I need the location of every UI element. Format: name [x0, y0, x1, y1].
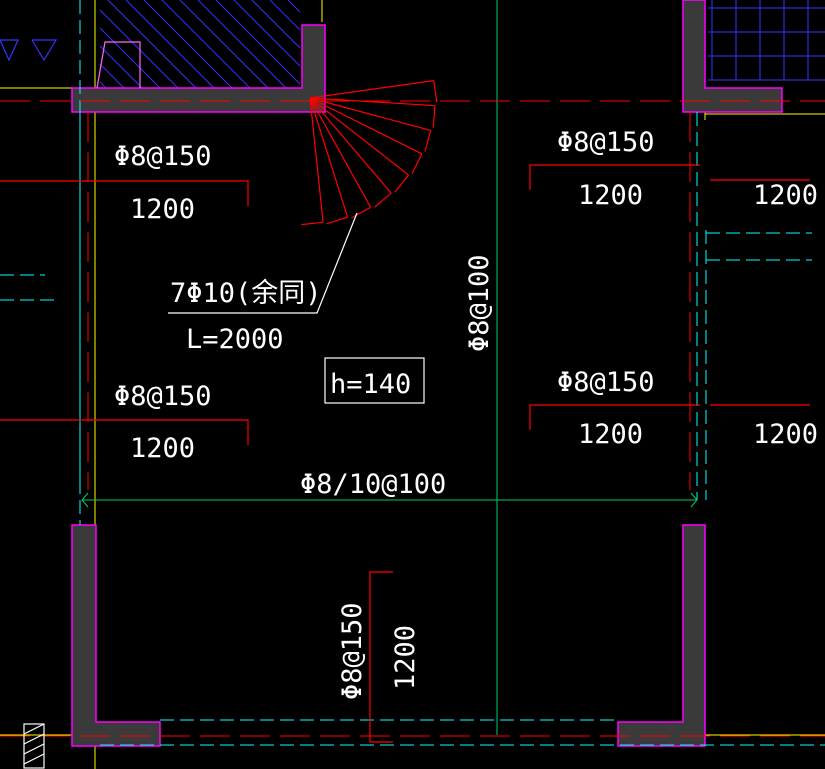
hatch-line [161, 0, 251, 89]
label-horizontal-spec: Φ8/10@100 [300, 469, 446, 500]
rebar-lines [0, 164, 810, 743]
hatch-line [143, 0, 233, 89]
fan-bar [309, 97, 431, 131]
hatch-line [251, 0, 301, 49]
slab-thickness-box [324, 357, 425, 404]
label-mid-left-spec: Φ8@150 [114, 381, 212, 412]
label-bottom-spec: Φ8@150 [337, 602, 368, 700]
hatch-line [107, 0, 197, 89]
hatch-line [233, 0, 301, 67]
rebar-mid-left [0, 419, 249, 445]
hatch-line [99, 45, 143, 89]
break-symbol [23, 723, 45, 769]
fan-bar [309, 97, 372, 208]
fan-bar-hook [326, 216, 348, 225]
hatch-line [179, 0, 269, 89]
fan-bar [309, 80, 434, 99]
label-slab-thickness: h=140 [330, 369, 411, 400]
label-top-right-len: 1200 [578, 180, 643, 211]
wall-bottom-right [617, 524, 706, 747]
annotations: Φ8@150 1200 Φ8@150 1200 1200 7Φ10(余同) L=… [114, 127, 818, 700]
hatch-line [99, 9, 179, 89]
hatch-line [197, 0, 287, 89]
label-bars-note: 7Φ10(余同) [170, 278, 322, 309]
leaders [168, 212, 425, 404]
fan-bar [309, 97, 435, 107]
hatch-line [99, 81, 107, 89]
rebar-top-left [0, 180, 249, 206]
fan-bar-hook [433, 80, 438, 103]
fan-bar-hook [374, 192, 392, 208]
fan-bar [309, 97, 423, 155]
label-mid-left-len: 1200 [130, 433, 195, 464]
rebar-bottom [369, 571, 393, 743]
label-top-right-spec: Φ8@150 [557, 127, 655, 158]
fan-bar-hook [394, 174, 409, 193]
fan-bar-hook [424, 130, 432, 152]
label-bars-length: L=2000 [186, 324, 284, 355]
hatch-line [125, 0, 215, 89]
hatch-area [99, 0, 825, 89]
rebar-mid-right [529, 404, 700, 430]
wall-top-left [71, 24, 326, 113]
fan-bar-hook [411, 153, 423, 174]
hatch-line [99, 63, 125, 89]
label-mid-right-len: 1200 [578, 419, 643, 450]
label-top-left-spec: Φ8@150 [114, 141, 212, 172]
label-vertical-spec: Φ8@100 [464, 254, 495, 352]
fan-bar-hook [351, 206, 371, 219]
bars-note-leader [168, 212, 358, 314]
label-mid-right-spec: Φ8@150 [557, 367, 655, 398]
label-top-left-len: 1200 [130, 194, 195, 225]
hatch-line [99, 27, 161, 89]
hatch-line [287, 0, 301, 13]
hatch-line [215, 0, 301, 85]
beam-lines [0, 100, 825, 737]
wall-bottom-left [71, 524, 161, 747]
corner-reinforcement-fan [301, 80, 438, 226]
label-mid-far-right-len: 1200 [753, 419, 818, 450]
label-top-far-right-len: 1200 [753, 180, 818, 211]
fan-bar [309, 97, 324, 223]
fan-bar [309, 97, 409, 176]
dimension-lines [81, 0, 698, 735]
label-bottom-len: 1200 [390, 625, 421, 690]
rebar-top-right [529, 164, 700, 190]
fan-bar [309, 97, 349, 218]
blue-triangles [0, 39, 58, 62]
fan-bar-hook [301, 221, 324, 226]
fan-bar [309, 97, 392, 194]
roof-symbol [96, 41, 141, 89]
hatch-line [269, 0, 301, 31]
fan-bar-hook [432, 105, 436, 128]
